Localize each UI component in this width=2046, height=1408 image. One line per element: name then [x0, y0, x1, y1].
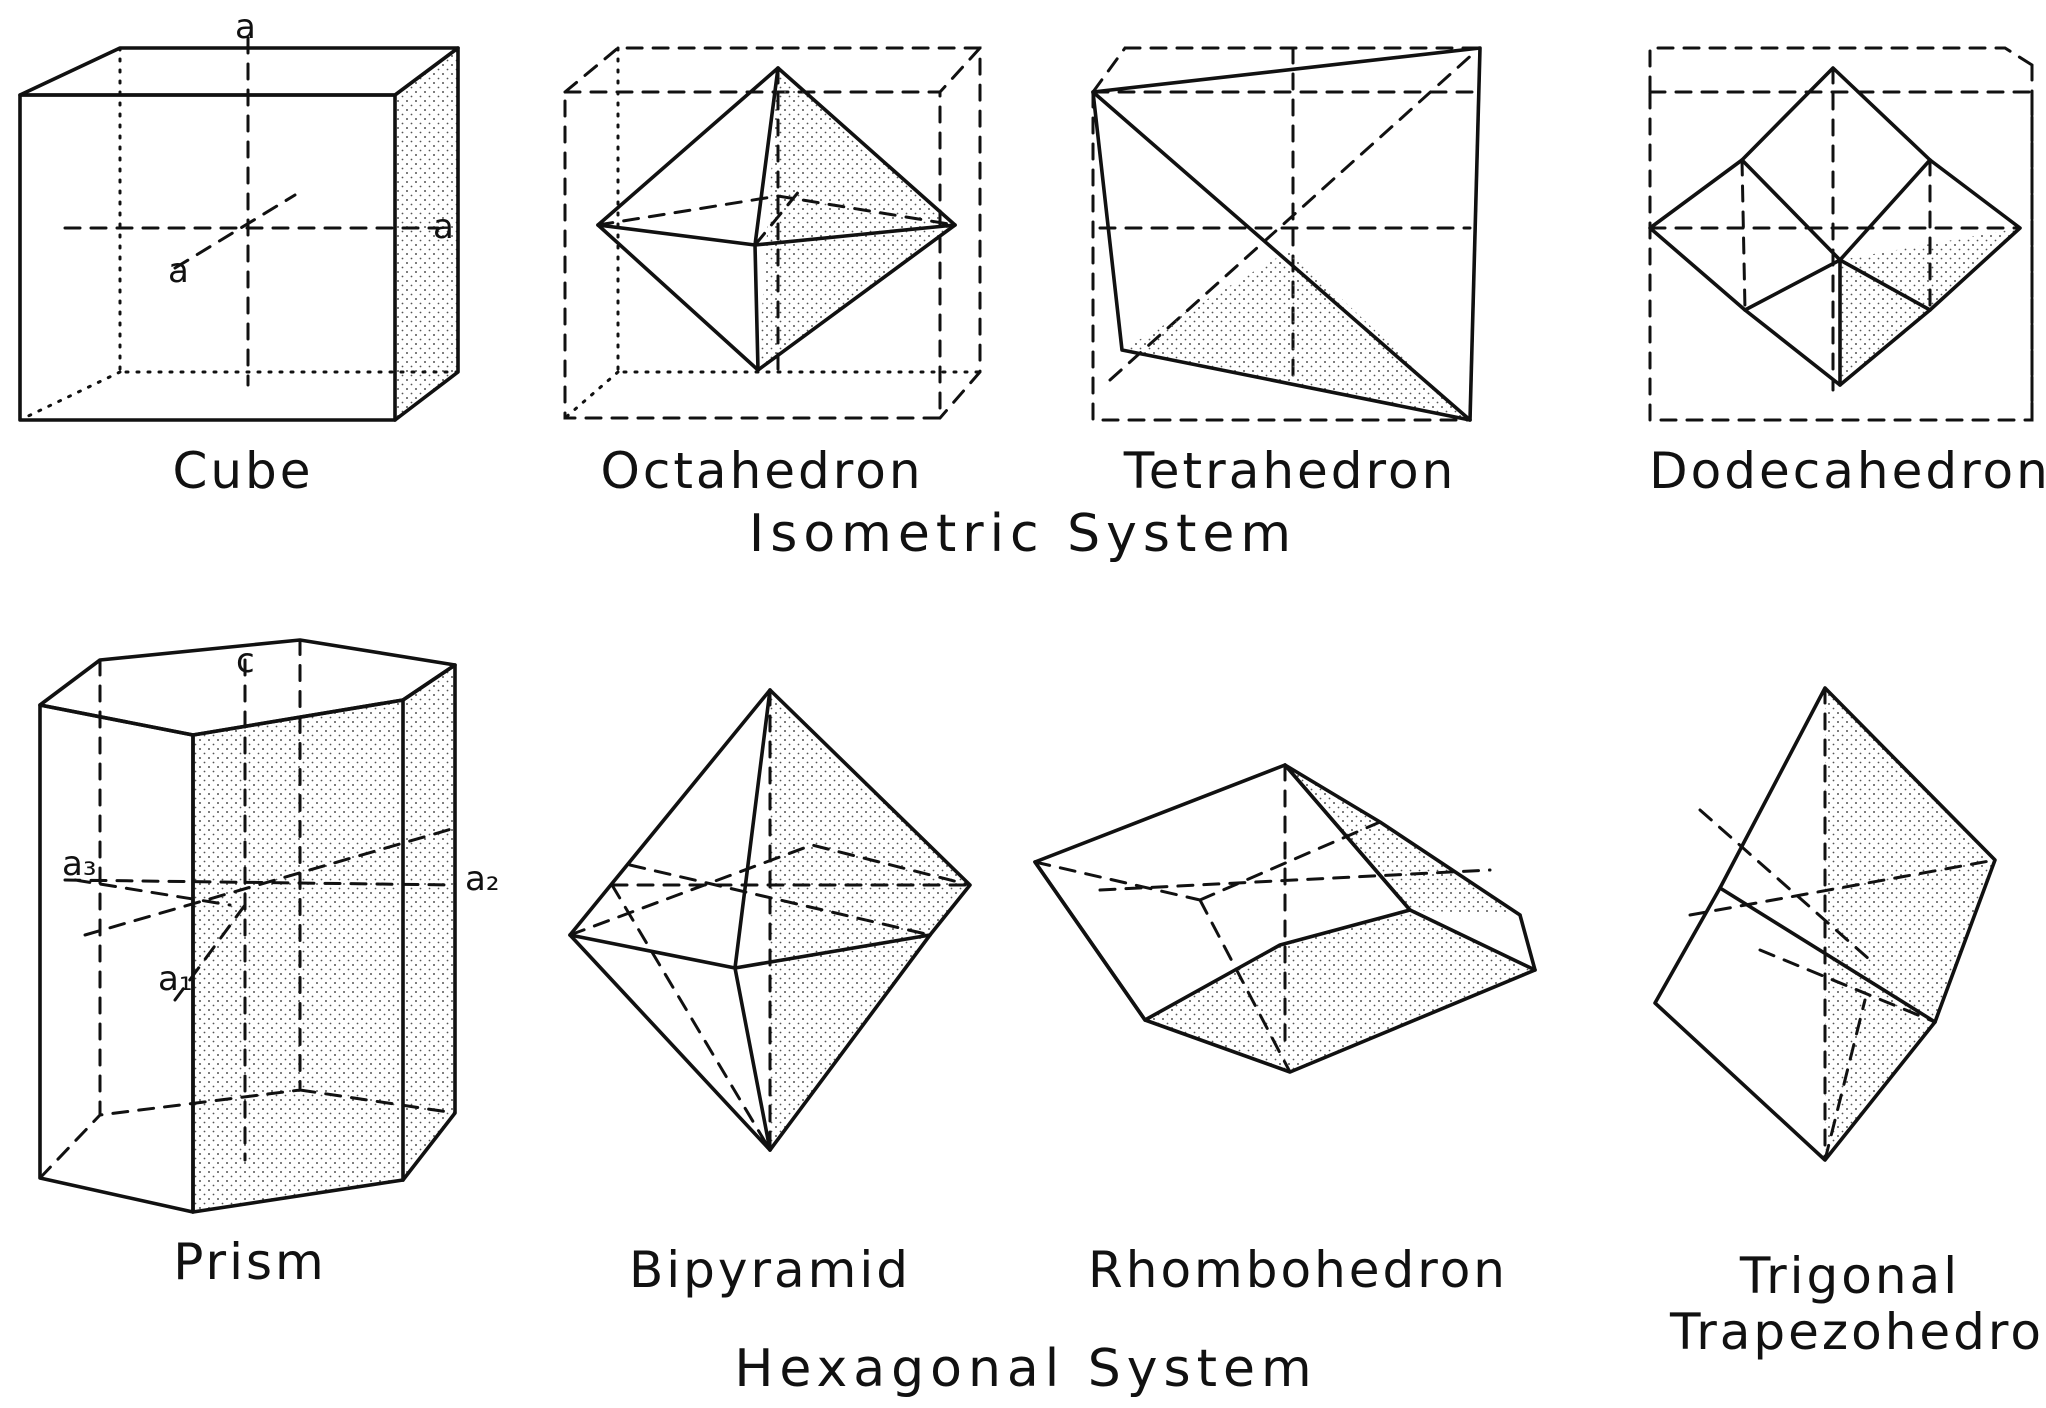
- tetrahedron-figure: [1091, 46, 1482, 422]
- prism-axis-label-a1: a₁: [158, 959, 192, 999]
- rhombohedron-figure: [1033, 763, 1537, 1074]
- prism-axis-label-a3: a₃: [62, 844, 96, 884]
- octahedron-figure: [563, 46, 982, 420]
- cube-axis-label-a3: a: [168, 251, 189, 291]
- isometric-system-label: Isometric System: [748, 504, 1298, 564]
- caption-octahedron: Octahedron: [600, 442, 924, 500]
- cube-axis-label-a2: a: [433, 207, 454, 247]
- prism-axis-label-a2: a₂: [465, 859, 499, 899]
- caption-cube: Cube: [172, 442, 314, 500]
- cube-axis-label-a1: a: [235, 7, 256, 47]
- caption-prism: Prism: [173, 1233, 327, 1291]
- caption-tetrahedron: Tetrahedron: [1123, 442, 1457, 500]
- cube-figure: a a a: [18, 7, 460, 422]
- caption-rhombohedron: Rhombohedron: [1088, 1241, 1508, 1299]
- caption-trigonal-trapezohedron: Trigonal Trapezohedron: [1670, 1247, 2046, 1361]
- caption-dodecahedron: Dodecahedron: [1649, 442, 2046, 500]
- bipyramid-figure: [568, 688, 972, 1152]
- caption-bipyramid: Bipyramid: [628, 1241, 912, 1299]
- trigonal-trapezohedron-figure: [1653, 686, 1997, 1162]
- prism-figure: c a₃ a₂ a₁: [38, 638, 499, 1214]
- dodecahedron-figure: [1648, 46, 2034, 422]
- hexagonal-system-label: Hexagonal System: [734, 1339, 1318, 1399]
- prism-axis-label-c: c: [236, 641, 255, 681]
